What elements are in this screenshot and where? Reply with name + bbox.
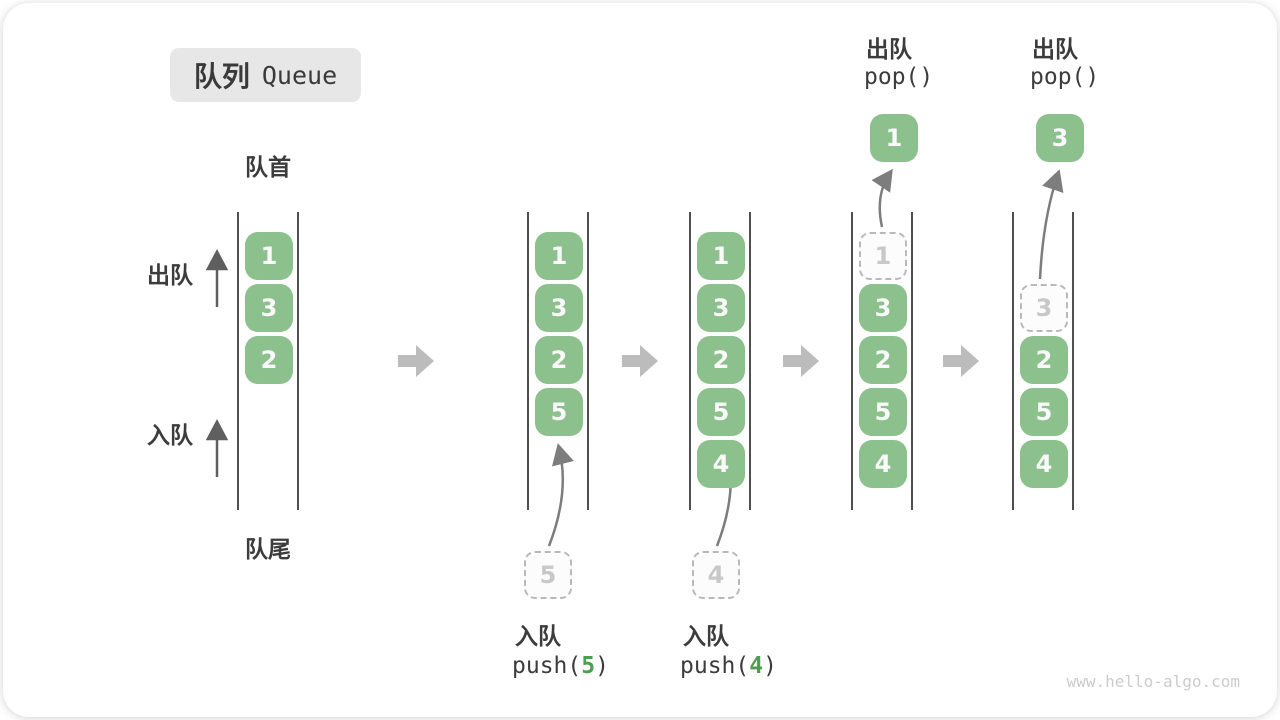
removed-element-ghost: 3 (1020, 284, 1068, 332)
code-pre: push( (680, 653, 750, 679)
staged-element: 4 (692, 551, 740, 599)
queue-rail-state-1 (237, 212, 299, 510)
popped-element: 3 (1036, 114, 1084, 162)
queue-element: 1 (697, 232, 745, 280)
queue-element: 2 (535, 336, 583, 384)
queue-element: 2 (245, 336, 293, 384)
enqueue-op-label: 入队 (683, 624, 729, 650)
code-post: ) (763, 653, 777, 679)
dequeue-op-code: pop() (864, 64, 934, 90)
diagram-card (3, 3, 1277, 717)
enqueue-op-label: 入队 (515, 624, 561, 650)
label-queue-front: 队首 (245, 155, 291, 181)
queue-rail-state-4 (851, 212, 913, 510)
enqueue-op-code: push(5) (512, 653, 609, 679)
queue-element: 4 (697, 440, 745, 488)
queue-element: 3 (535, 284, 583, 332)
code-post: ) (595, 653, 609, 679)
queue-element: 3 (859, 284, 907, 332)
title-box: 队列 Queue (170, 48, 361, 102)
queue-element: 4 (859, 440, 907, 488)
queue-element: 5 (859, 388, 907, 436)
queue-element: 3 (697, 284, 745, 332)
queue-rail-state-3 (689, 212, 751, 510)
label-dequeue: 出队 (147, 263, 193, 289)
queue-element: 1 (535, 232, 583, 280)
dequeue-op-code: pop() (1030, 64, 1100, 90)
queue-element: 2 (859, 336, 907, 384)
dequeue-op-label: 出队 (1032, 37, 1078, 63)
watermark: www.hello-algo.com (1066, 672, 1240, 691)
enqueue-op-code: push(4) (680, 653, 777, 679)
title-en: Queue (261, 60, 338, 90)
queue-rail-state-5 (1012, 212, 1074, 510)
dequeue-op-label: 出队 (866, 37, 912, 63)
queue-element: 5 (1020, 388, 1068, 436)
staged-element: 5 (524, 551, 572, 599)
code-arg: 5 (581, 653, 596, 679)
title-zh: 队列 (193, 60, 250, 93)
label-enqueue: 入队 (147, 423, 193, 449)
popped-element: 1 (870, 114, 918, 162)
code-pre: push( (512, 653, 582, 679)
removed-element-ghost: 1 (859, 232, 907, 280)
code-arg: 4 (749, 653, 764, 679)
label-queue-rear: 队尾 (245, 537, 291, 563)
queue-rail-state-2 (527, 212, 589, 510)
queue-element: 1 (245, 232, 293, 280)
queue-element: 5 (697, 388, 745, 436)
queue-element: 3 (245, 284, 293, 332)
queue-element: 2 (1020, 336, 1068, 384)
queue-element: 4 (1020, 440, 1068, 488)
queue-element: 2 (697, 336, 745, 384)
queue-element: 5 (535, 388, 583, 436)
